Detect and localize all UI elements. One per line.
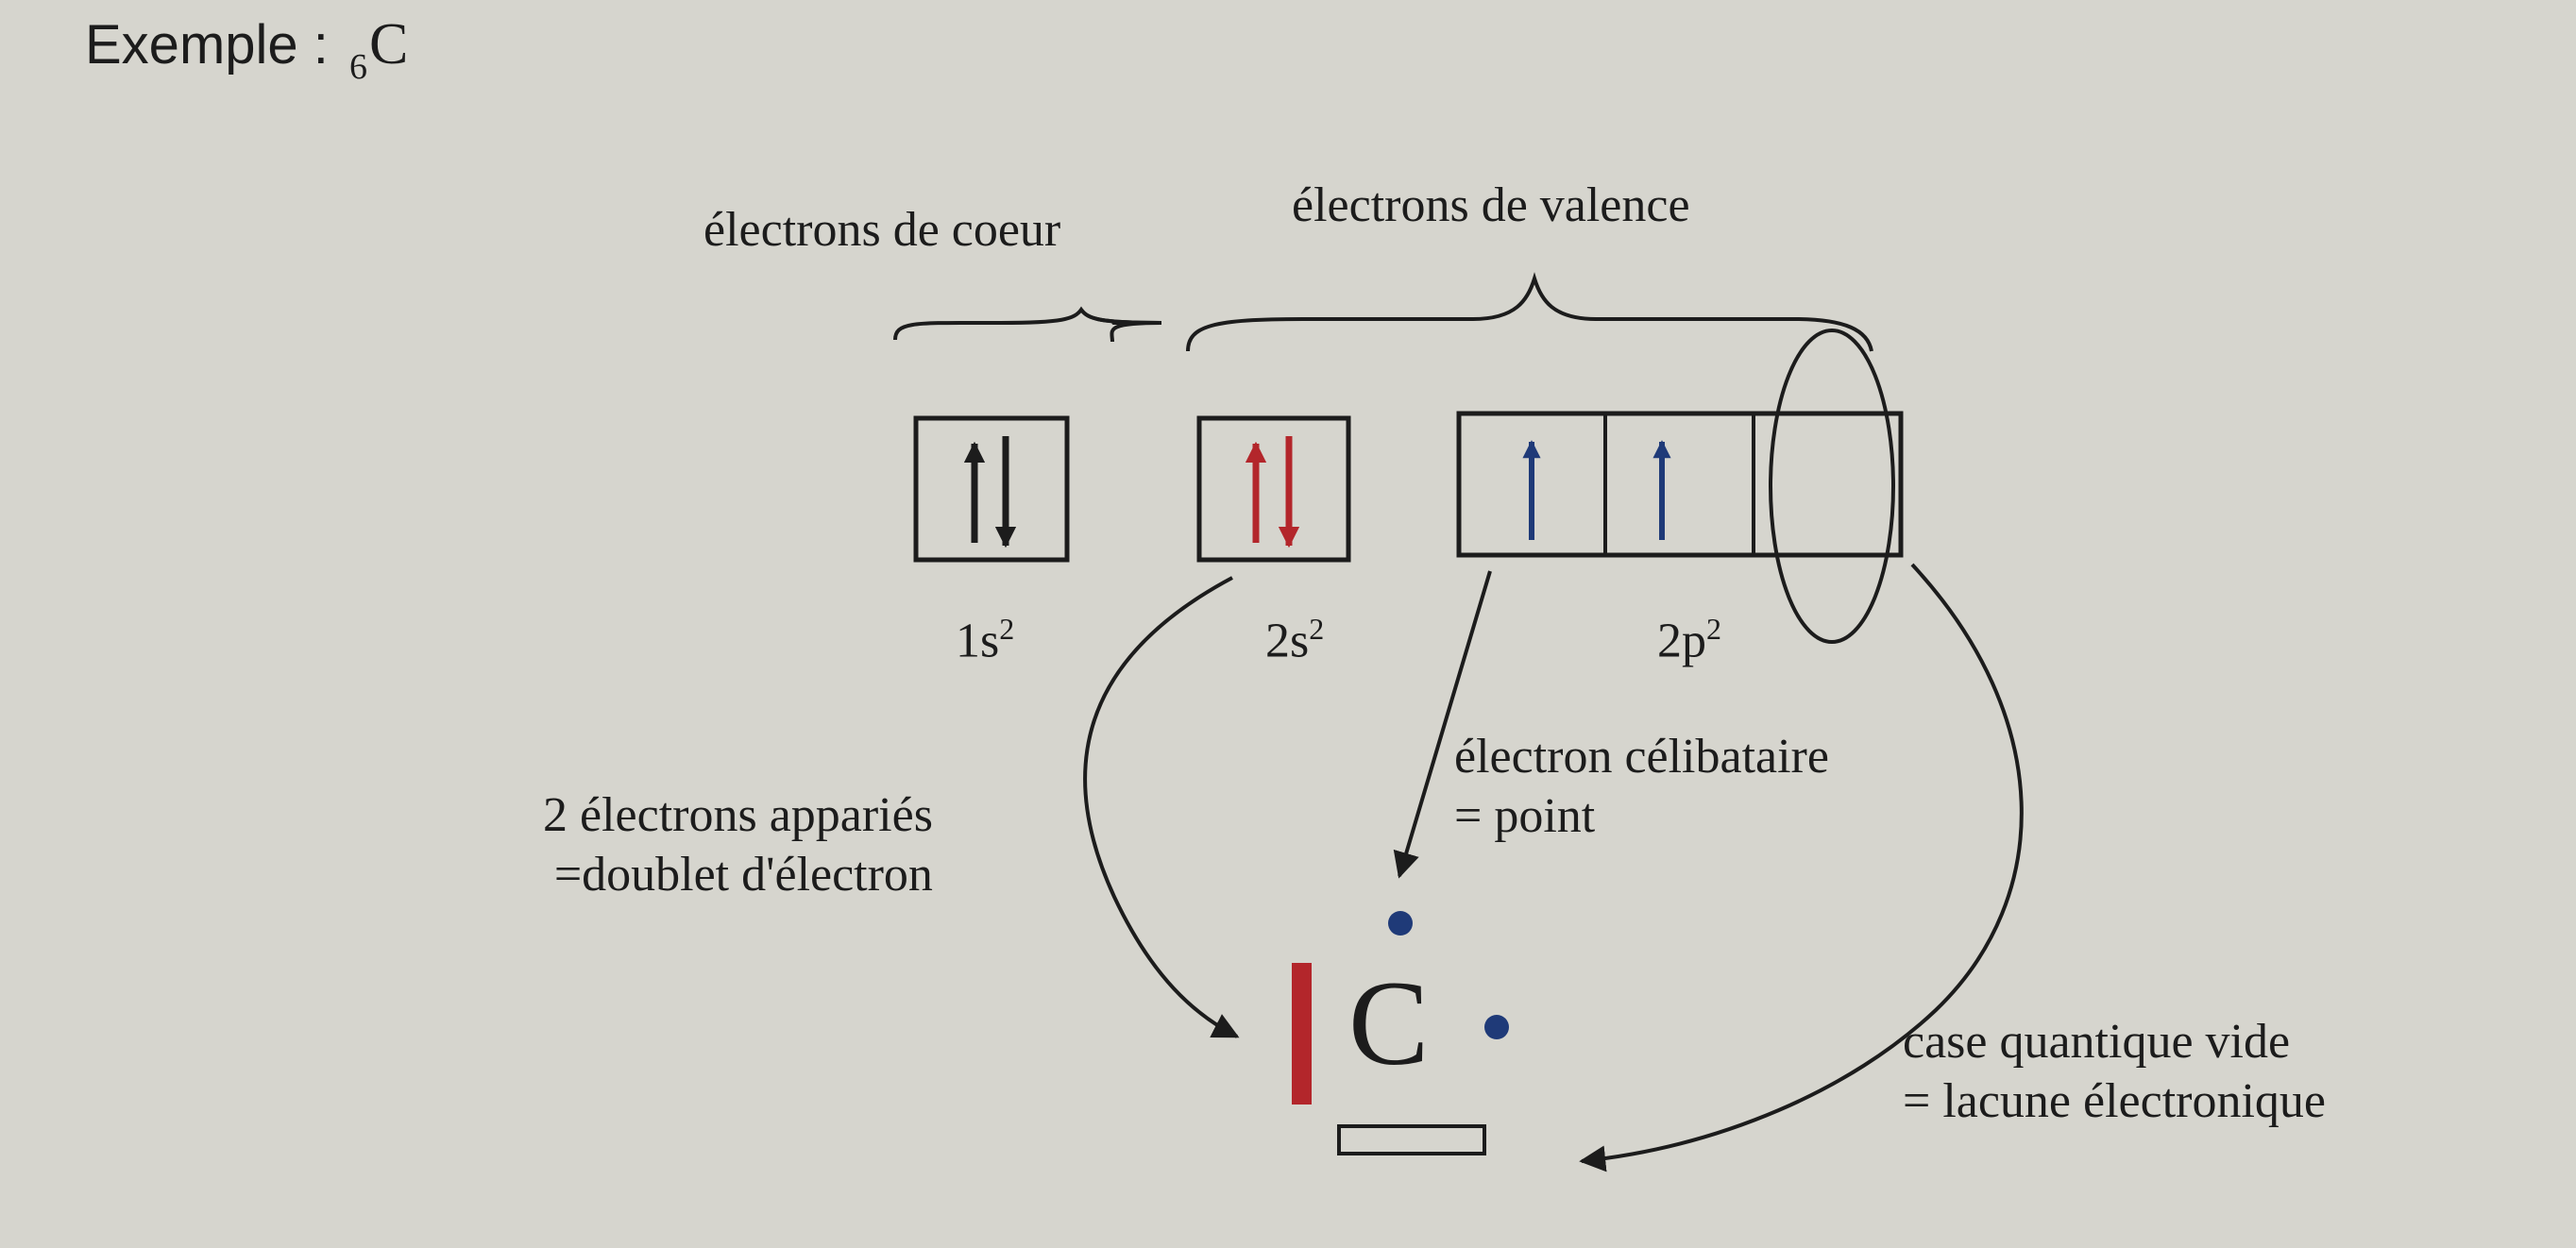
lone-pair-bar [1292, 963, 1312, 1105]
orbital-box-2p [1456, 411, 1904, 558]
example-prefix: Exemple : [85, 14, 329, 76]
orbital-name: 2s [1265, 614, 1310, 668]
vacancy-note: case quantique vide = lacune électroniqu… [1903, 1012, 2326, 1132]
single-electron-note: électron célibataire = point [1454, 727, 1829, 847]
example-header: Exemple : 6C [85, 15, 408, 85]
core-electrons-label: électrons de coeur [703, 203, 1061, 257]
vacancy-note-line2: = lacune électronique [1903, 1074, 2326, 1129]
orbital-name: 1s [956, 614, 1000, 668]
orbital-label-2s: 2s2 [1265, 614, 1324, 666]
element-symbol: C [369, 12, 409, 76]
orbital-label-2p: 2p2 [1657, 614, 1721, 666]
single-note-line2: = point [1454, 789, 1596, 844]
vacancy-note-line1: case quantique vide [1903, 1015, 2291, 1069]
electron-vacancy-box [1337, 1124, 1486, 1155]
single-electron-dot [1388, 911, 1413, 936]
orbital-exponent: 2 [1706, 612, 1721, 646]
vacancy-arrow [1579, 563, 2024, 1172]
valence-brace [1186, 272, 1873, 352]
paired-note-line1: 2 électrons appariés [543, 788, 933, 842]
orbital-name: 2p [1657, 614, 1706, 668]
orbital-exponent: 2 [1309, 612, 1325, 646]
empty-orbital-ellipse [1769, 329, 1895, 644]
orbital-box-2s [1196, 415, 1351, 563]
orbital-exponent: 2 [999, 612, 1015, 646]
paired-note-line2: =doublet d'électron [553, 848, 933, 902]
orbital-box-1s [913, 415, 1070, 563]
core-brace-right [1079, 308, 1162, 343]
atomic-number: 6 [349, 47, 368, 87]
paired-electrons-arrow [1083, 576, 1240, 1038]
paired-electrons-note: 2 électrons appariés =doublet d'électron [543, 785, 933, 905]
valence-electrons-label: électrons de valence [1292, 178, 1690, 232]
single-electron-arrow [1393, 570, 1492, 879]
lewis-carbon-symbol: C [1348, 956, 1430, 1090]
orbital-label-1s: 1s2 [956, 614, 1014, 666]
single-electron-dot [1484, 1015, 1509, 1039]
single-note-line1: électron célibataire [1454, 730, 1829, 784]
